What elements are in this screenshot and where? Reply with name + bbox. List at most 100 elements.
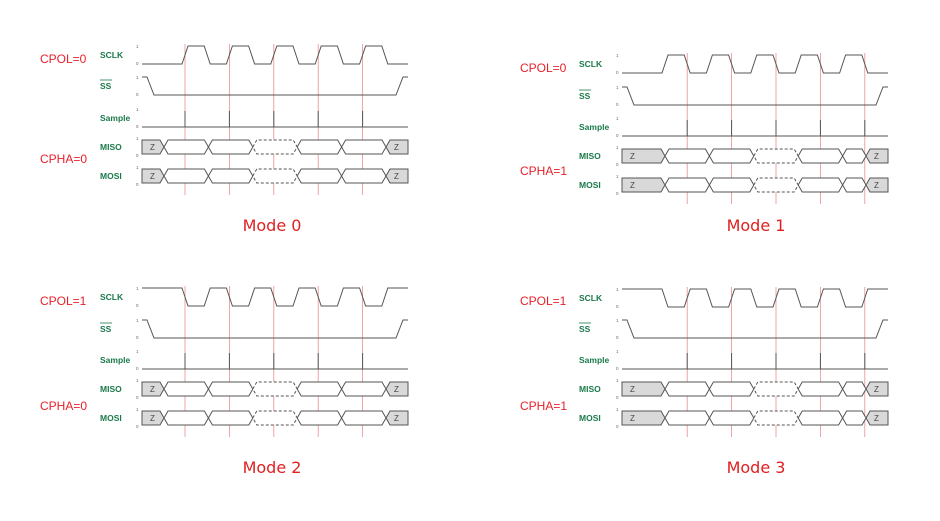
- mosi-data-cell: [708, 410, 755, 426]
- mosi-hiz-lead: [141, 168, 165, 184]
- level-high-label: 1: [616, 145, 619, 150]
- level-high-label: 1: [616, 53, 619, 58]
- mosi-data-cell: [163, 168, 209, 184]
- miso-z-trail: Z: [394, 143, 399, 152]
- level-high-label: 1: [136, 378, 139, 383]
- signal-label-mosi: MOSI: [579, 413, 601, 423]
- level-high-label: 1: [136, 75, 139, 80]
- level-high-label: 1: [616, 85, 619, 90]
- signal-label-ss: SS: [100, 324, 112, 334]
- level-high-label: 1: [136, 318, 139, 323]
- level-high-label: 1: [136, 107, 139, 112]
- miso-data-cell: [163, 381, 209, 397]
- level-low-label: 0: [136, 303, 139, 308]
- level-high-label: 1: [616, 378, 619, 383]
- mosi-data-cell: [797, 410, 844, 426]
- signal-label-mosi: MOSI: [579, 180, 601, 190]
- mosi-hiz-trail: [865, 410, 889, 426]
- cpha-label: CPHA=0: [40, 399, 87, 413]
- miso-data-cell: [252, 381, 298, 397]
- miso-z-lead: Z: [630, 385, 635, 394]
- mosi-data-cell: [842, 410, 867, 426]
- mosi-data-cell: [753, 177, 799, 193]
- miso-hiz-trail: [385, 139, 409, 155]
- cpha-label: CPHA=1: [520, 399, 567, 413]
- signal-label-miso: MISO: [579, 151, 601, 161]
- mosi-data-cell: [207, 168, 254, 184]
- level-low-label: 0: [616, 191, 619, 196]
- level-low-label: 0: [136, 153, 139, 158]
- mosi-data-cell: [252, 410, 298, 426]
- miso-z-lead: Z: [150, 143, 155, 152]
- mosi-z-lead: Z: [150, 172, 155, 181]
- level-high-label: 1: [616, 407, 619, 412]
- signal-label-ss: SS: [579, 324, 591, 334]
- mosi-hiz-lead: [621, 177, 666, 193]
- level-low-label: 0: [136, 424, 139, 429]
- panel-mode-3: CPOL=1CPHA=1SCLK10SS10Sample10MISO10MOSI…: [520, 287, 889, 477]
- mosi-hiz-trail: [865, 177, 889, 193]
- signal-label-mosi: MOSI: [100, 413, 122, 423]
- miso-data-cell: [252, 139, 298, 155]
- ss-waveform: [142, 319, 408, 339]
- sclk-waveform: [142, 287, 408, 307]
- miso-hiz-lead: [141, 139, 165, 155]
- level-high-label: 1: [136, 136, 139, 141]
- level-high-label: 1: [616, 287, 619, 292]
- signal-label-miso: MISO: [579, 384, 601, 394]
- level-low-label: 0: [136, 395, 139, 400]
- level-high-label: 1: [616, 318, 619, 323]
- mode-title: Mode 1: [727, 216, 786, 235]
- miso-z-trail: Z: [874, 385, 879, 394]
- mosi-data-cell: [207, 410, 254, 426]
- mode-title: Mode 3: [727, 458, 786, 477]
- miso-hiz-trail: [385, 381, 409, 397]
- mosi-z-trail: Z: [874, 414, 879, 423]
- mosi-hiz-trail: [385, 410, 409, 426]
- signal-label-sample: Sample: [579, 355, 610, 365]
- level-low-label: 0: [136, 366, 139, 371]
- level-low-label: 0: [136, 92, 139, 97]
- mosi-hiz-lead: [141, 410, 165, 426]
- miso-data-cell: [341, 139, 387, 155]
- mosi-hiz-trail: [385, 168, 409, 184]
- miso-z-lead: Z: [630, 152, 635, 161]
- level-low-label: 0: [616, 162, 619, 167]
- level-low-label: 0: [616, 133, 619, 138]
- miso-data-cell: [664, 381, 710, 397]
- level-low-label: 0: [136, 61, 139, 66]
- miso-data-cell: [842, 148, 867, 164]
- signal-label-sample: Sample: [100, 113, 131, 123]
- signal-label-sclk: SCLK: [579, 59, 603, 69]
- signal-label-mosi: MOSI: [100, 171, 122, 181]
- miso-hiz-trail: [865, 148, 889, 164]
- mosi-data-cell: [296, 168, 343, 184]
- level-high-label: 1: [616, 174, 619, 179]
- level-low-label: 0: [616, 70, 619, 75]
- miso-hiz-lead: [141, 381, 165, 397]
- mosi-data-cell: [842, 177, 867, 193]
- level-high-label: 1: [136, 165, 139, 170]
- signal-label-sclk: SCLK: [579, 293, 603, 303]
- miso-data-cell: [797, 148, 844, 164]
- miso-hiz-trail: [865, 381, 889, 397]
- mosi-data-cell: [664, 177, 710, 193]
- mosi-z-lead: Z: [150, 414, 155, 423]
- sclk-waveform: [622, 54, 888, 74]
- cpol-label: CPOL=0: [520, 61, 567, 75]
- signal-label-ss: SS: [100, 81, 112, 91]
- level-low-label: 0: [616, 366, 619, 371]
- level-low-label: 0: [616, 424, 619, 429]
- ss-waveform: [622, 319, 888, 339]
- mosi-z-trail: Z: [394, 414, 399, 423]
- mosi-z-trail: Z: [394, 172, 399, 181]
- level-low-label: 0: [616, 335, 619, 340]
- mosi-data-cell: [664, 410, 710, 426]
- level-high-label: 1: [136, 407, 139, 412]
- level-low-label: 0: [136, 182, 139, 187]
- level-high-label: 1: [616, 349, 619, 354]
- miso-data-cell: [296, 381, 343, 397]
- miso-data-cell: [842, 381, 867, 397]
- signal-label-sample: Sample: [579, 122, 610, 132]
- level-high-label: 1: [136, 286, 139, 291]
